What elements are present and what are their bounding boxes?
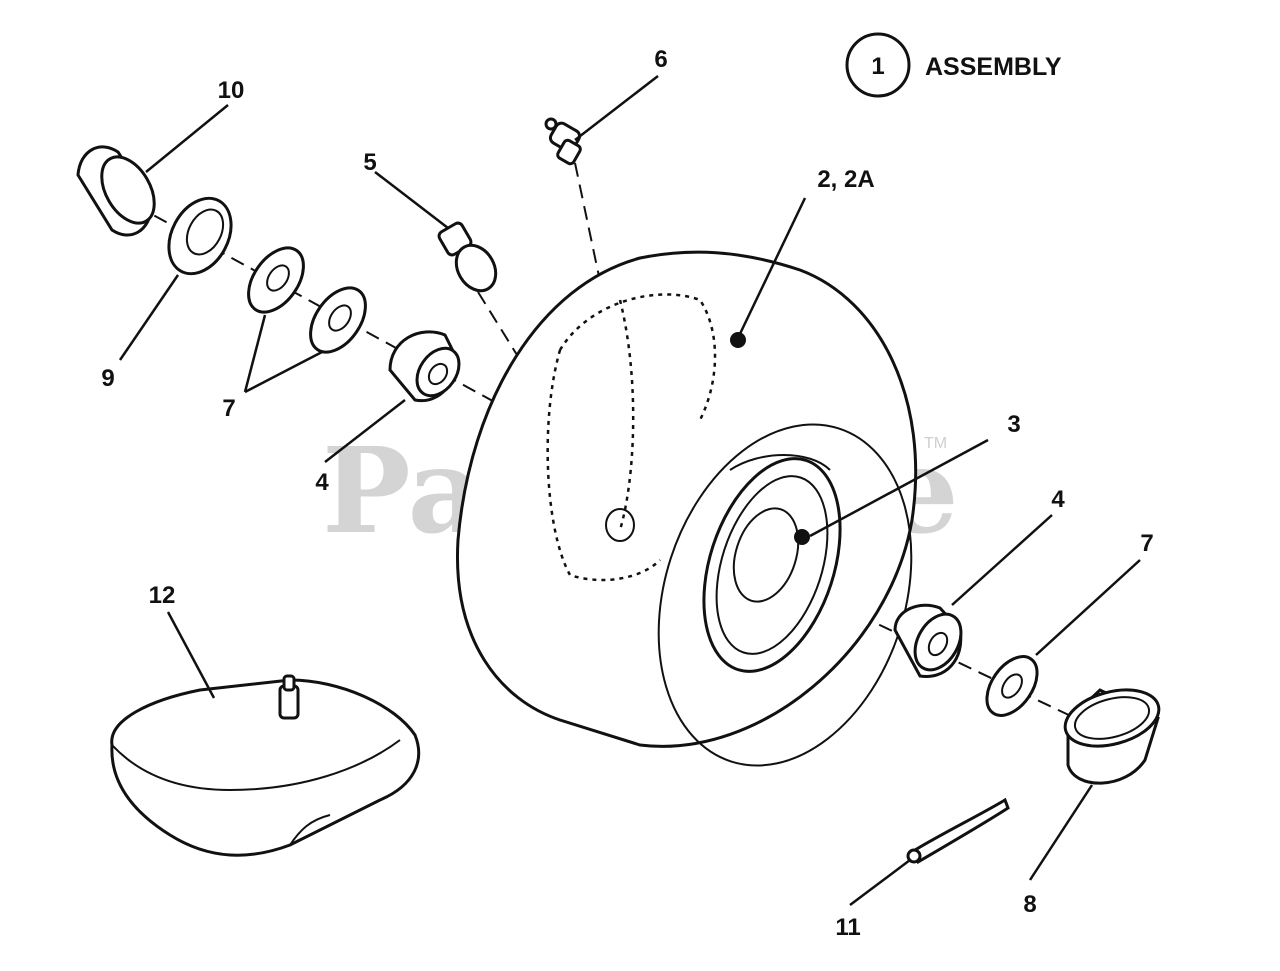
- washers-left[interactable]: [237, 238, 376, 362]
- valve-stem[interactable]: [544, 117, 582, 166]
- washer-right[interactable]: [977, 647, 1048, 724]
- callout-cap-left[interactable]: 10: [218, 77, 245, 104]
- cotter-pin[interactable]: [906, 797, 1010, 865]
- bearing-cap-right[interactable]: [1059, 680, 1165, 785]
- callout-bearing-right[interactable]: 4: [1051, 486, 1065, 513]
- callout-cap-right[interactable]: 8: [1023, 891, 1036, 918]
- callout-grease-fitting[interactable]: 5: [363, 149, 376, 176]
- assembly-badge: 1 ASSEMBLY: [845, 32, 1062, 98]
- callout-valve-stem[interactable]: 6: [654, 46, 667, 73]
- callout-seal[interactable]: 9: [101, 365, 114, 392]
- seal[interactable]: [156, 188, 243, 285]
- tire[interactable]: [455, 250, 953, 798]
- bearing-cap-left[interactable]: [76, 145, 165, 237]
- grease-fitting[interactable]: [437, 221, 503, 298]
- bearing-right[interactable]: [893, 603, 970, 678]
- bearing-left[interactable]: [388, 330, 468, 404]
- callout-inner-tube[interactable]: 12: [149, 582, 176, 609]
- tire-dot: [730, 332, 746, 348]
- watermark-trademark: TM: [924, 435, 947, 452]
- callout-rim[interactable]: 3: [1007, 411, 1020, 438]
- callout-washer-right[interactable]: 7: [1140, 530, 1153, 557]
- inner-tube[interactable]: [110, 674, 421, 857]
- assembly-circle: [845, 32, 911, 98]
- assembly-label: ASSEMBLY: [925, 53, 1062, 81]
- leader-lines: [118, 75, 1141, 906]
- assembly-number: 1: [871, 53, 884, 80]
- callout-bearing-left[interactable]: 4: [315, 469, 329, 496]
- callout-washers-left[interactable]: 7: [222, 395, 235, 422]
- rim-dot: [794, 529, 810, 545]
- rim[interactable]: [679, 441, 865, 689]
- callout-cotter-pin[interactable]: 11: [835, 914, 860, 941]
- callout-tire[interactable]: 2, 2A: [817, 166, 874, 193]
- callout-labels: 6 5 2, 2A 3 10 9 7 4 4 7 8 11 12: [101, 46, 1153, 941]
